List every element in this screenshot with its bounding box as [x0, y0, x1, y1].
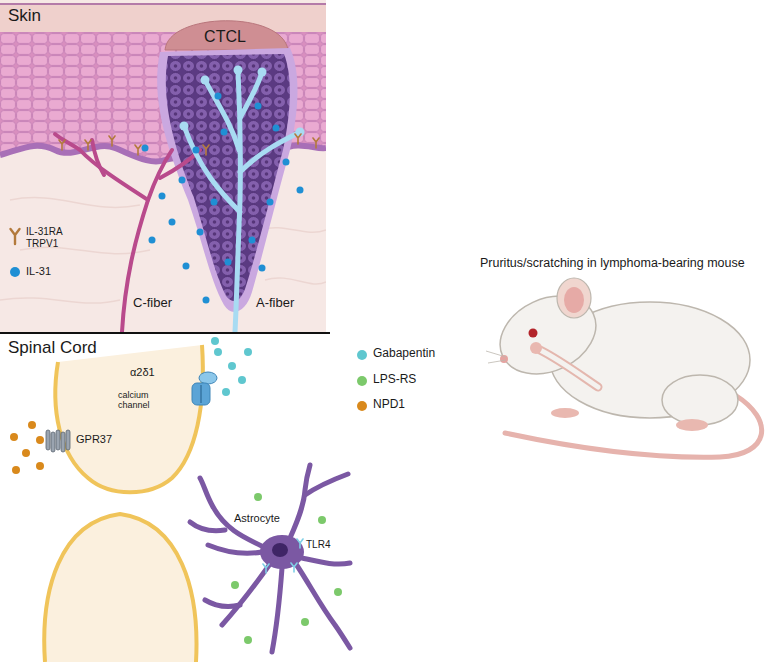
astrocyte-cell: AstrocyteTLR4 [230, 505, 340, 555]
spinal-cord-panel: Spinal CordAstrocyteTLR4 [0, 335, 330, 662]
channel-label: calcium channel [118, 390, 158, 411]
fiber-label: C-fiber [133, 296, 172, 311]
cell-label: Astrocyte [234, 512, 280, 525]
tumor-mass: CTCL [190, 27, 262, 49]
figure-caption: Pruritus/scratching in lymphoma-bearing … [480, 256, 745, 270]
legend-swatch [357, 376, 367, 386]
panel-title: Skin [8, 6, 41, 26]
receptor-label: GPR37 [76, 433, 112, 446]
panel-title: Spinal Cord [8, 338, 97, 358]
skin-panel: SkinCTCL [0, 0, 325, 332]
legend-swatch [357, 350, 367, 360]
subunit-label: α2δ1 [130, 366, 155, 379]
legend-swatch [357, 401, 367, 411]
legend-label: IL-31 [26, 265, 51, 278]
legend-swatch [10, 267, 20, 277]
fiber-label: A-fiber [256, 296, 294, 311]
legend-label: LPS-RS [373, 373, 416, 387]
legend-label: IL-31RA TRPV1 [26, 226, 72, 249]
legend-label: NPD1 [373, 398, 405, 412]
tumor-label: CTCL [190, 28, 260, 46]
legend-label: Gabapentin [373, 347, 435, 361]
cell-label: TLR4 [306, 539, 330, 551]
